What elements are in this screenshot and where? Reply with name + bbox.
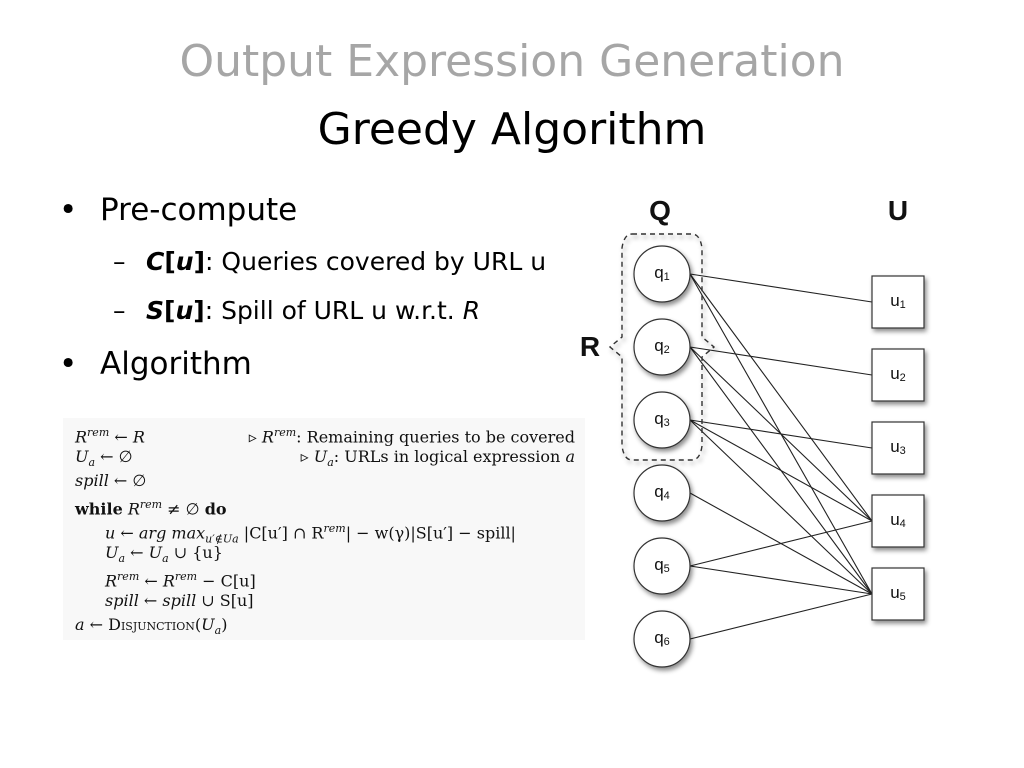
subitem-c-u: – C[u]: Queries covered by URL u [113,246,547,278]
algo-line-3: spill ← ∅ [75,471,147,490]
bullet-label: Pre-compute [100,192,298,228]
dash-marker: – [113,296,126,325]
group-r-outline [608,233,716,461]
url-node-u1 [871,275,925,329]
query-label-q4: q4 [654,482,670,501]
slide-subtitle: Greedy Algorithm [317,104,707,155]
edge-q1-u4 [689,273,873,522]
algo-line-4: while Rrem ≠ ∅ do [75,498,227,519]
query-label-q3: q3 [654,409,670,428]
query-label-q5: q5 [654,555,670,574]
subitem-text: : Spill of URL u w.r.t. [204,296,463,325]
query-label-q6: q6 [654,628,670,647]
subitem-key: C[u] [146,247,206,276]
edge-q1-u1 [689,273,873,303]
node-layer: q1 q2 q3 q4 q5 q6 u1 u2 u3 u4 u5 [633,245,925,668]
column-header-q: Q [649,195,671,226]
url-label-u4: u4 [890,510,906,529]
query-node-q1 [633,245,691,303]
edge-q2-u2 [689,346,873,376]
url-node-u3 [871,421,925,475]
algo-line-9: a ← Disjunction(Ua) [75,615,228,638]
edge-q6-u5 [689,593,873,640]
subitem-text-r: R [462,296,481,325]
edge-q3-u5 [689,419,873,595]
algo-line-1: Rrem ← R [75,426,145,447]
url-label-u3: u3 [890,437,906,456]
edge-q3-u4 [689,419,873,522]
url-label-u1: u1 [890,291,906,310]
bullet-marker: • [59,192,78,228]
bullet-label: Algorithm [100,346,252,382]
url-label-u2: u2 [890,364,906,383]
algorithm-figure: Rrem ← R ▹ Rrem: Remaining queries to be… [63,418,585,640]
edge-q5-u5 [689,565,873,595]
algo-comment-2: ▹ Ua: URLs in logical expression a [300,447,575,470]
dash-marker: – [113,247,126,276]
url-label-u5: u5 [890,583,906,602]
url-node-u2 [871,348,925,402]
algo-comment-1: ▹ Rrem: Remaining queries to be covered [248,426,575,447]
query-label-q2: q2 [654,336,670,355]
query-node-q5 [633,537,691,595]
bullet-marker: • [59,346,78,382]
query-node-q6 [633,610,691,668]
query-label-q1: q1 [654,263,670,282]
column-header-u: U [888,195,908,226]
group-label-r: R [580,331,600,362]
query-node-q2 [633,318,691,376]
algo-line-2: Ua ← ∅ [75,447,133,470]
subitem-text: : Queries covered by URL u [205,247,547,276]
algo-line-5: u ← arg maxu′∉Ua |C[u′] ∩ Rrem| − w(γ)|S… [105,522,516,546]
query-node-q3 [633,391,691,449]
url-node-u5 [871,567,925,621]
edge-q5-u4 [689,520,873,567]
edge-layer [689,273,873,640]
subitem-s-u: – S[u]: Spill of URL u w.r.t. R [113,295,481,327]
bipartite-diagram: q1 q2 q3 q4 q5 q6 u1 u2 u3 u4 u5 Q U R [580,195,925,668]
bullet-precompute: • Pre-compute [59,190,298,230]
edge-q3-u3 [689,419,873,449]
bullet-algorithm: • Algorithm [59,344,252,384]
group-r-layer [608,233,716,461]
algo-line-7: Rrem ← Rrem − C[u] [105,570,256,591]
algo-line-6: Ua ← Ua ∪ {u} [105,543,223,566]
subitem-key: S[u] [146,296,205,325]
query-node-q4 [633,464,691,522]
slide-title: Output Expression Generation [179,36,845,87]
algo-line-8: spill ← spill ∪ S[u] [105,591,254,610]
url-node-u4 [871,494,925,548]
